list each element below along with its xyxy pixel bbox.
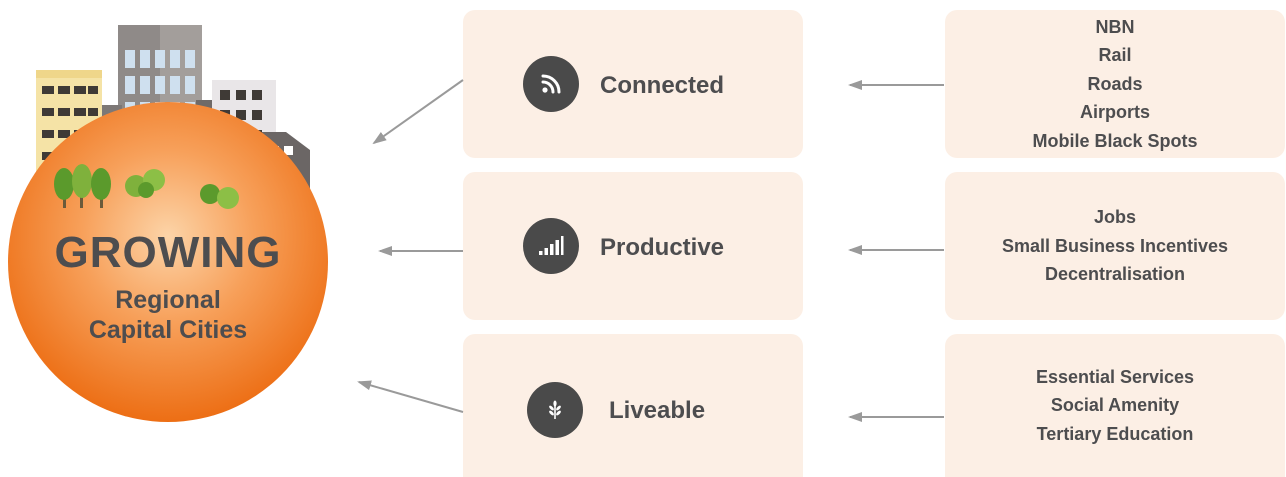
detail-card-liveable: Essential Services Social Amenity Tertia… <box>945 334 1285 477</box>
arrow-connected-hub <box>372 79 464 145</box>
detail-item: Jobs <box>1093 207 1136 228</box>
pillar-card-liveable: Liveable <box>463 334 803 477</box>
detail-card-productive: Jobs Small Business Incentives Decentral… <box>945 172 1285 320</box>
hub-subtitle-line1: Regional <box>115 286 221 314</box>
pillar-label-connected: Connected <box>600 72 725 99</box>
leaf-sprig-icon <box>527 382 583 438</box>
detail-item: Airports <box>1079 102 1150 123</box>
hub-subtitle-line2: Capital Cities <box>88 316 248 344</box>
detail-item: Roads <box>1087 73 1143 94</box>
detail-item: Decentralisation <box>1044 264 1186 285</box>
pillar-label-productive: Productive <box>600 234 725 261</box>
pillar-card-productive: Productive <box>463 172 803 320</box>
detail-item: Tertiary Education <box>1036 423 1194 444</box>
detail-item: Small Business Incentives <box>1001 235 1229 256</box>
hub-title: GROWING <box>54 228 282 277</box>
signal-bars-icon <box>523 218 579 274</box>
arrow-liveable-hub <box>357 380 464 413</box>
detail-card-connected: NBN Rail Roads Airports Mobile Black Spo… <box>945 10 1285 158</box>
detail-item: Rail <box>1098 45 1132 66</box>
trees <box>54 164 239 209</box>
wifi-signal-icon <box>523 56 579 112</box>
pillar-label-liveable: Liveable <box>609 397 706 424</box>
detail-item: Mobile Black Spots <box>1032 130 1198 151</box>
growing-city-globe <box>8 25 328 422</box>
detail-item: Essential Services <box>1035 366 1195 387</box>
pillar-card-connected: Connected <box>463 10 803 158</box>
detail-item: NBN <box>1095 16 1135 37</box>
detail-item: Social Amenity <box>1050 395 1180 416</box>
